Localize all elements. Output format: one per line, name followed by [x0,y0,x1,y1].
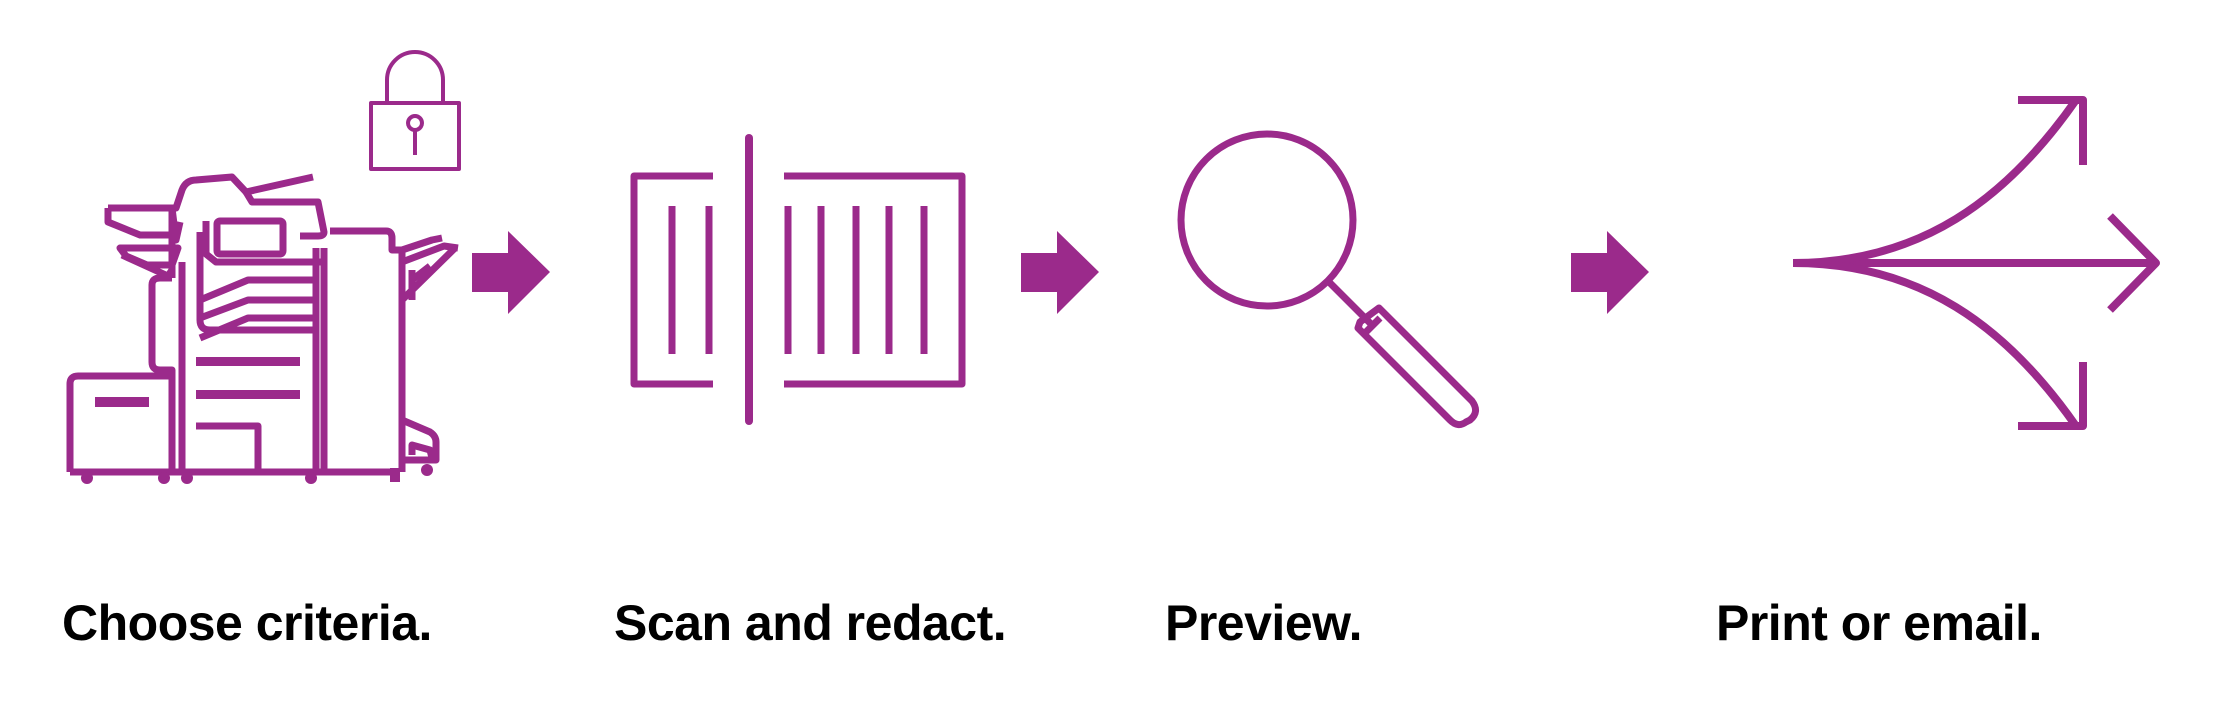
printer-lock-icon [66,50,461,484]
arrow-right-icon [1021,231,1099,314]
step-label-choose-criteria: Choose criteria. [62,595,432,651]
arrow-right-icon [472,231,550,314]
step-label-print-or-email: Print or email. [1716,595,2042,651]
scan-redact-icon [630,134,966,425]
step-label-scan-and-redact: Scan and redact. [614,595,1007,651]
arrow-right-icon [1571,231,1649,314]
lock-icon [369,50,461,171]
step-label-preview: Preview. [1165,595,1363,651]
magnifier-icon [1177,130,1479,429]
split-arrows-icon [1792,96,2160,430]
